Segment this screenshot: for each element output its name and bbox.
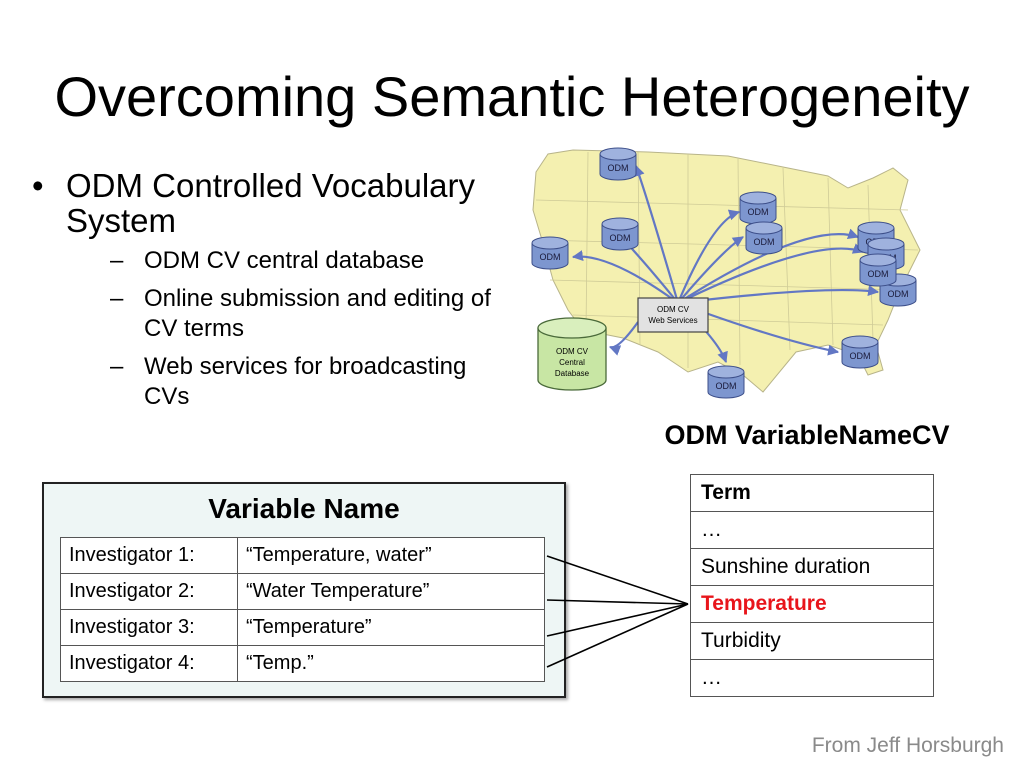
odm-node: ODM xyxy=(859,253,897,287)
table-row: Term xyxy=(690,474,934,512)
table-row: Turbidity xyxy=(690,622,934,660)
bullet-text: ODM Controlled Vocabulary System xyxy=(66,167,476,239)
web-services-label: ODM CV xyxy=(657,305,690,314)
sub-bullet-item: – ODM CV central database xyxy=(110,246,512,276)
central-database: ODM CV Central Database xyxy=(537,317,607,391)
odm-node: ODM xyxy=(599,147,637,181)
odm-node: ODM xyxy=(841,335,879,369)
mapping-line xyxy=(546,555,689,605)
odm-node: ODM xyxy=(531,236,569,270)
web-services-label: Web Services xyxy=(648,316,697,325)
investigator-cell: Investigator 2: xyxy=(60,573,238,610)
bullet-list: • ODM Controlled Vocabulary System – ODM… xyxy=(32,168,512,420)
odm-label: ODM xyxy=(888,289,909,299)
odm-node: ODM xyxy=(707,365,745,399)
dash-icon: – xyxy=(110,247,124,274)
term-cell: … xyxy=(690,659,934,697)
mapping-line xyxy=(546,603,689,668)
variable-value-cell: “Temperature, water” xyxy=(237,537,545,574)
odm-label: ODM xyxy=(716,381,737,391)
odm-label: ODM xyxy=(850,351,871,361)
slide-title: Overcoming Semantic Heterogeneity xyxy=(54,65,970,128)
odm-node: ODM xyxy=(601,217,639,251)
variable-name-heading: Variable Name xyxy=(208,493,400,524)
dash-icon: – xyxy=(110,285,124,312)
term-cell: Sunshine duration xyxy=(690,548,934,586)
odm-label: ODM xyxy=(608,163,629,173)
investigator-cell: Investigator 3: xyxy=(60,609,238,646)
central-db-label: ODM CV xyxy=(556,347,589,356)
arrow-lines xyxy=(571,164,880,364)
us-map-diagram: ODM ODM ODM ODM ODM ODM ODM ODM ODM xyxy=(531,147,921,399)
odm-label: ODM xyxy=(540,252,561,262)
term-header-cell: Term xyxy=(690,474,934,512)
cv-title: ODM VariableNameCV xyxy=(664,420,950,450)
sub-bullet-list: – ODM CV central database – Online submi… xyxy=(110,246,512,412)
table-row: Temperature xyxy=(690,585,934,623)
table-row: … xyxy=(690,511,934,549)
central-db-label: Central xyxy=(559,358,585,367)
dash-icon: – xyxy=(110,353,124,380)
odm-node: ODM xyxy=(739,191,777,225)
odm-label: ODM xyxy=(610,233,631,243)
state-borders xyxy=(535,151,919,368)
central-db-label: Database xyxy=(555,369,590,378)
variable-value-cell: “Water Temperature” xyxy=(237,573,545,610)
sub-bullet-text: ODM CV central database xyxy=(144,247,425,274)
table-row: Investigator 3: “Temperature” xyxy=(60,609,545,646)
sub-bullet-item: – Online submission and editing of CV te… xyxy=(110,284,512,344)
term-cell-highlighted: Temperature xyxy=(690,585,934,623)
odm-label: ODM xyxy=(868,269,889,279)
term-table: Term … Sunshine duration Temperature Tur… xyxy=(690,474,934,697)
sub-bullet-item: – Web services for broadcasting CVs xyxy=(110,352,512,412)
sub-bullet-text: Web services for broadcasting CVs xyxy=(144,353,467,410)
table-row: Investigator 4: “Temp.” xyxy=(60,645,545,682)
variable-value-cell: “Temp.” xyxy=(237,645,545,682)
web-services-box: ODM CV Web Services xyxy=(637,297,709,333)
table-row: … xyxy=(690,659,934,697)
investigator-cell: Investigator 1: xyxy=(60,537,238,574)
term-cell: Turbidity xyxy=(690,622,934,660)
variable-name-table: Investigator 1: “Temperature, water” Inv… xyxy=(60,537,545,682)
sub-bullet-text: Online submission and editing of CV term… xyxy=(144,285,491,342)
mapping-line xyxy=(546,599,689,605)
variable-value-cell: “Temperature” xyxy=(237,609,545,646)
mapping-line xyxy=(546,603,689,637)
odm-node: ODM xyxy=(745,221,783,255)
bullet-item: • ODM Controlled Vocabulary System xyxy=(32,168,512,238)
table-row: Investigator 1: “Temperature, water” xyxy=(60,537,545,574)
odm-label: ODM xyxy=(748,207,769,217)
bullet-dot-icon: • xyxy=(32,167,44,204)
table-row: Investigator 2: “Water Temperature” xyxy=(60,573,545,610)
table-row: Sunshine duration xyxy=(690,548,934,586)
credit-text: From Jeff Horsburgh xyxy=(811,734,1004,757)
term-cell: … xyxy=(690,511,934,549)
odm-label: ODM xyxy=(754,237,775,247)
investigator-cell: Investigator 4: xyxy=(60,645,238,682)
